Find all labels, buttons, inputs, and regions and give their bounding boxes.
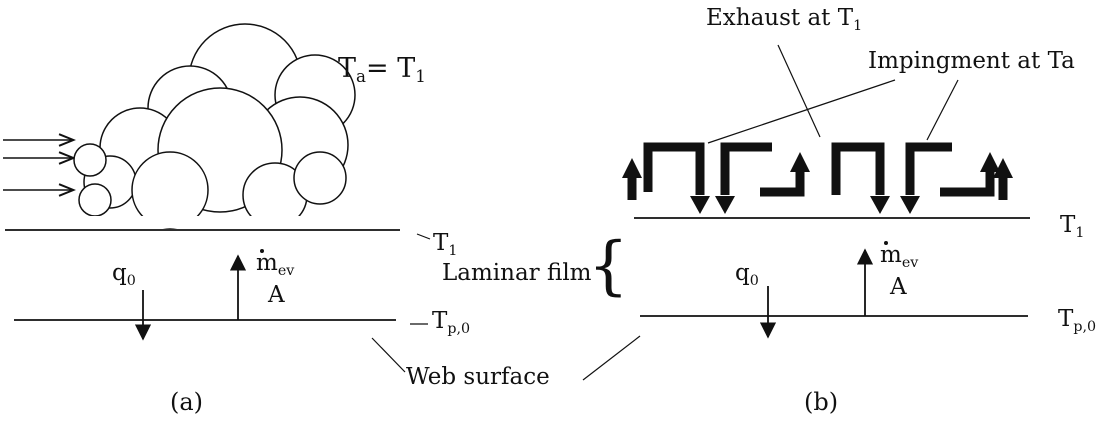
nozzle-head-up-1 [622, 158, 642, 178]
nozzle-array [627, 142, 1008, 200]
exhaust-label: Exhaust at T1 [706, 5, 863, 34]
tp-label-a: Tp,0 [432, 308, 471, 337]
cloud-shape [73, 23, 356, 229]
m-ev-label-a: mev [256, 249, 295, 279]
nozzle-head-down-3 [870, 196, 890, 214]
web-surface-leader-right [582, 335, 641, 381]
caption-a: (a) [170, 388, 204, 416]
impingement-leader-2 [926, 79, 959, 141]
nozzle-head-down-4 [900, 196, 920, 214]
t1-label-b: T1 [1060, 212, 1085, 241]
laminar-film-label: Laminar film [442, 260, 592, 286]
q-label-b: q0 [735, 260, 759, 289]
ta-equals-t1-label: Ta= T1 [338, 53, 426, 87]
impingement-leader-1 [707, 79, 896, 144]
tp-label-b: Tp,0 [1058, 306, 1097, 335]
panel-b-drawing [622, 44, 1030, 339]
area-label-a: A [268, 282, 285, 308]
web-surface-label: Web surface [406, 364, 550, 390]
laminar-brace: { [588, 229, 629, 303]
web-surface-leader-left [371, 337, 406, 373]
t1-label-a: T1 [433, 230, 458, 259]
area-label-b: A [890, 274, 907, 300]
nozzle-head-down-1 [690, 196, 710, 214]
impingement-label: Impingment at Ta [868, 48, 1075, 74]
m-ev-label-b: mev [880, 241, 919, 271]
nozzle-head-up-4 [993, 158, 1013, 178]
nozzle-head-up-2 [790, 152, 810, 172]
nozzle-head-up-3 [980, 152, 1000, 172]
q-label-a: q0 [112, 260, 136, 289]
caption-b: (b) [804, 388, 839, 416]
exhaust-leader [777, 44, 821, 138]
t1-leader-a [416, 233, 431, 240]
panel-a-drawing [3, 23, 431, 341]
nozzle-head-down-2 [715, 196, 735, 214]
